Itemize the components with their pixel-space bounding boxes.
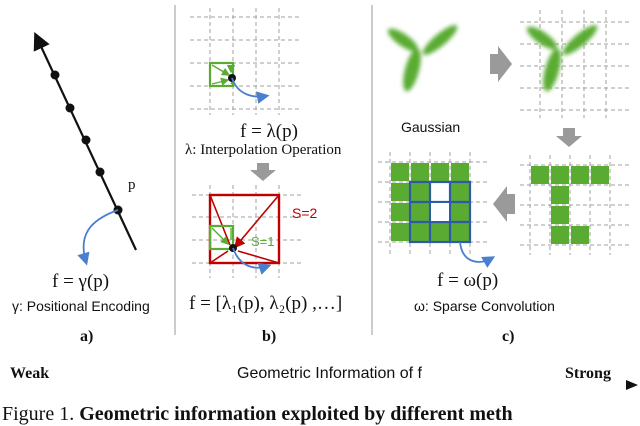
figure-caption: Figure 1. Geometric information exploite… <box>2 403 513 426</box>
tag-c: c) <box>502 328 515 345</box>
left-arrow-c <box>493 186 515 222</box>
conv-arrow <box>459 241 496 268</box>
down-arrow-c <box>556 128 582 147</box>
tag-b: b) <box>262 328 277 345</box>
kernel-center <box>431 203 449 221</box>
sample-point <box>50 70 60 80</box>
occupied-voxels-left <box>391 163 469 241</box>
sample-point <box>65 103 75 113</box>
down-arrow-b <box>250 163 276 181</box>
label-s2: S=2 <box>292 205 318 221</box>
figure-caption-prefix: Figure 1. <box>2 403 75 425</box>
formula-c: f = ω(p) <box>437 270 499 291</box>
encoding-arrow <box>77 209 119 266</box>
right-arrow-c <box>490 46 512 82</box>
voxel-grid-right <box>520 155 630 255</box>
tag-a: a) <box>80 328 94 345</box>
panel-a-ray <box>33 32 137 266</box>
axis-middle-label: Geometric Information of f <box>237 365 422 382</box>
sample-point <box>95 167 105 177</box>
formula-a: f = γ(p) <box>52 271 110 292</box>
info-axis-arrowhead <box>626 380 638 390</box>
point-label-p: p <box>128 177 136 193</box>
sample-point <box>81 135 91 145</box>
gaussian-blobs-gridded <box>526 25 598 92</box>
formula-b-top: f = λ(p) <box>240 121 298 142</box>
conv-kernel <box>408 180 472 244</box>
axis-strong-label: Strong <box>565 365 611 382</box>
axis-weak-label: Weak <box>10 365 50 382</box>
gaussian-blobs <box>387 25 458 92</box>
caption-a: γ: Positional Encoding <box>12 298 150 314</box>
interpolation-cell-top <box>208 61 270 104</box>
label-s1: S=1 <box>251 234 275 249</box>
caption-b: λ: Interpolation Operation <box>185 142 342 158</box>
panel-b-grid-top <box>190 8 300 115</box>
gaussian-label: Gaussian <box>401 119 461 135</box>
formula-b-bottom: f = [λ₁(p), λ₂(p) ,…] <box>189 293 343 314</box>
gaussian-grid <box>520 10 630 118</box>
figure-caption-title: Geometric information exploited by diffe… <box>79 403 513 425</box>
multiscale-cells <box>208 193 281 275</box>
occupied-voxels-right <box>531 166 609 244</box>
caption-c: ω: Sparse Convolution <box>414 298 555 314</box>
